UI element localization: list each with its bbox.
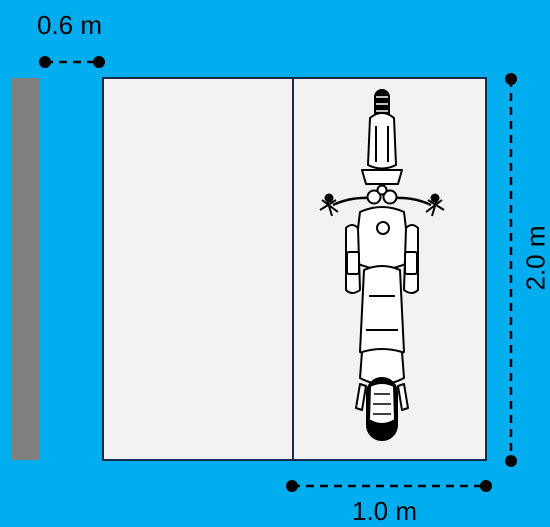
length-dimension-line: [505, 73, 517, 467]
gap-dimension-label: 0.6 m: [37, 10, 102, 41]
empty-parking-bay: [103, 78, 293, 460]
length-dimension-label: 2.0 m: [521, 225, 550, 290]
width-dimension-line: [286, 480, 492, 492]
width-dimension-label: 1.0 m: [352, 496, 417, 527]
wall: [12, 78, 40, 460]
gap-dimension-line: [39, 56, 105, 68]
